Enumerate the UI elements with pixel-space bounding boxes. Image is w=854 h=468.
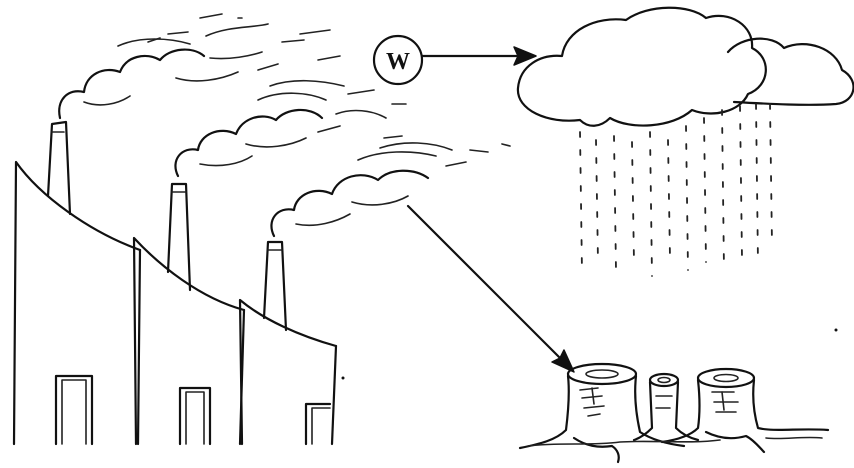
tree-stump-3 xyxy=(662,369,828,452)
factory-2-door xyxy=(180,388,210,444)
factory-3 xyxy=(240,300,336,444)
smoke-plume-2 xyxy=(175,81,406,176)
smoke-plume-3 xyxy=(271,143,510,236)
rain-cloud-front xyxy=(518,8,766,126)
tree-stump-2 xyxy=(634,374,698,440)
factory-3-door xyxy=(306,404,330,444)
marker-w-label: W xyxy=(386,49,410,75)
chimney-2 xyxy=(168,184,190,290)
factory-1 xyxy=(14,162,140,444)
arrow-to-stumps xyxy=(408,206,574,372)
chimney-3 xyxy=(264,242,286,330)
arrow-to-cloud xyxy=(422,47,536,65)
factory-1-door xyxy=(56,376,92,444)
rain xyxy=(580,104,772,276)
smoke-plume-1 xyxy=(59,14,340,118)
marker-w: W xyxy=(374,36,422,84)
